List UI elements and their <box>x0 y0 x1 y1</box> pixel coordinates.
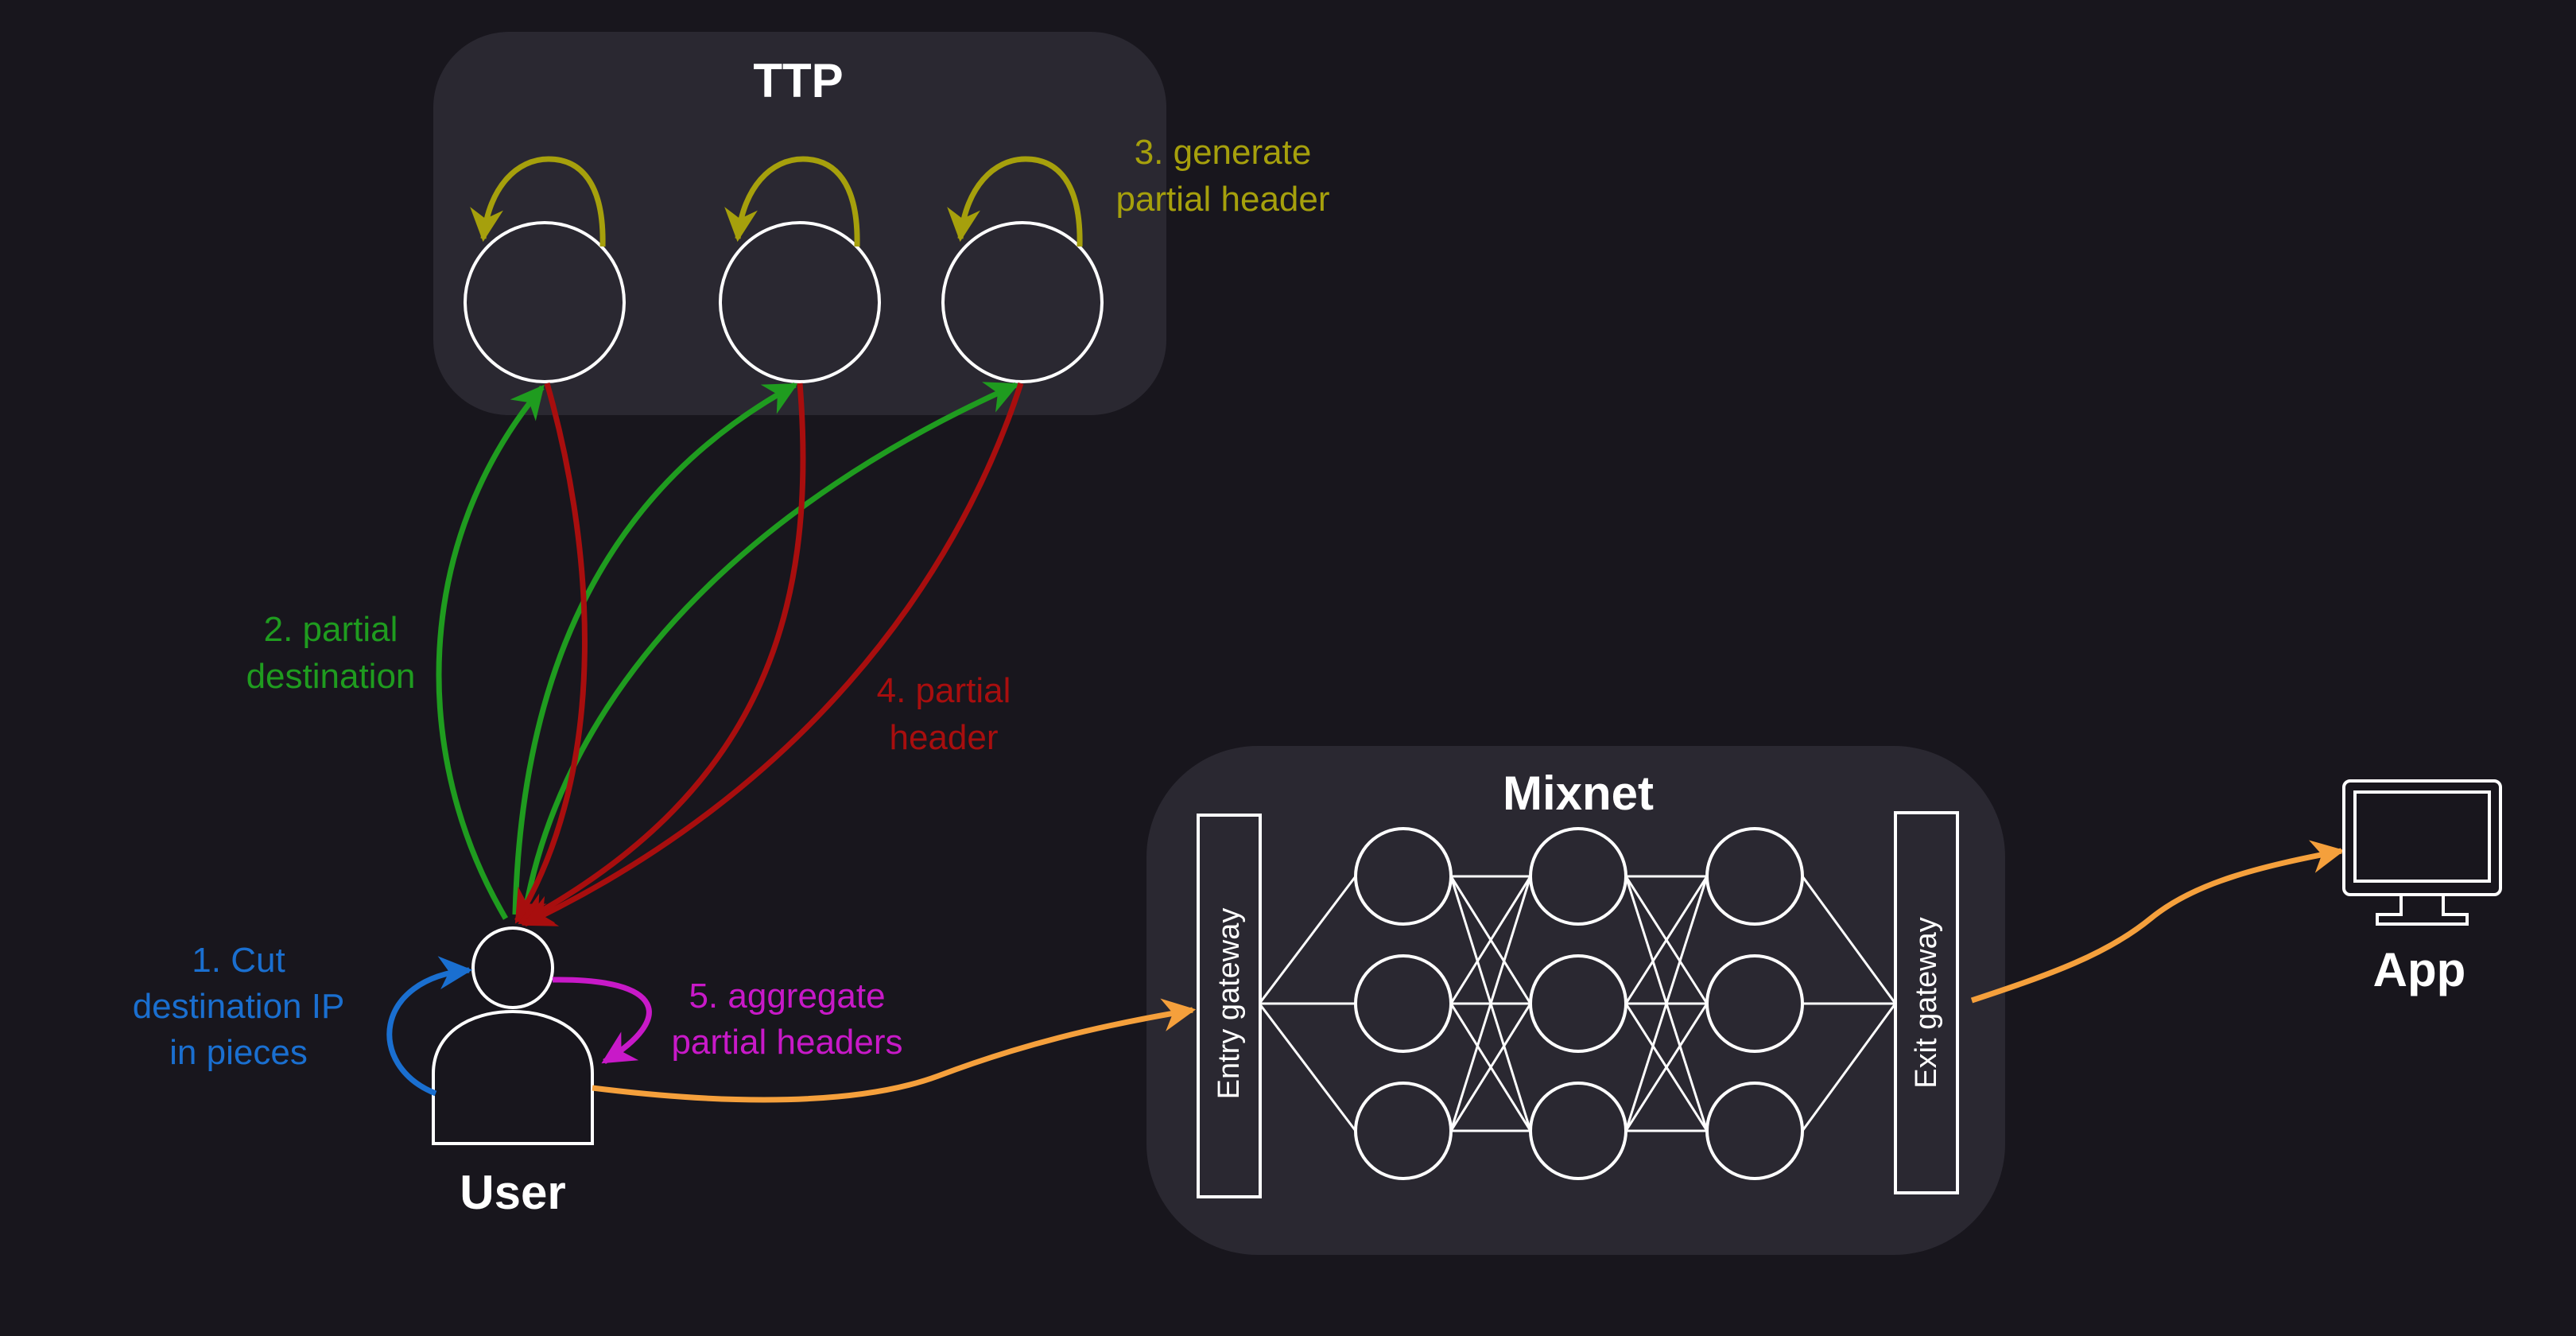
monitor-outer <box>2342 779 2502 896</box>
user-label: User <box>460 1166 565 1219</box>
ttp-group: TTP <box>433 32 1166 415</box>
mix-node <box>1529 827 1627 926</box>
ttp-node-3 <box>941 221 1104 383</box>
monitor-icon <box>2342 779 2502 926</box>
generate-step-label: 3. generate partial header <box>1115 133 1329 219</box>
partial-destination-arrow-3 <box>522 382 1019 915</box>
person-icon <box>432 926 594 1145</box>
mixnet-group: Mixnet <box>1146 746 2005 1255</box>
partial-destination-step-label: 2. partial destination <box>246 610 416 696</box>
aggregate-loop <box>552 977 652 1064</box>
cut-line-1: 1. Cut <box>192 941 285 980</box>
partial-header-arrow-2 <box>518 383 806 926</box>
aggregate-line-1: 5. aggregate <box>689 977 885 1016</box>
generate-loop-2 <box>724 156 860 247</box>
mix-node <box>1705 1082 1804 1180</box>
mix-nodes <box>1354 827 1804 1180</box>
partial-destination-arrow-1 <box>436 384 545 920</box>
ttp-node-1 <box>464 221 626 383</box>
ttp-title: TTP <box>753 54 843 107</box>
partial-destination-line-2: destination <box>246 657 416 696</box>
exit-gateway-label: Exit gateway <box>1910 917 1943 1088</box>
person-head <box>471 926 554 1009</box>
aggregate-step-label: 5. aggregate partial headers <box>671 977 902 1062</box>
partial-header-line-2: header <box>889 718 998 757</box>
app-label: App <box>2373 943 2466 996</box>
mix-node <box>1529 1082 1627 1180</box>
monitor-screen <box>2353 790 2491 883</box>
cut-step-label: 1. Cut destination IP in pieces <box>133 941 345 1072</box>
mix-node <box>1705 827 1804 926</box>
aggregate-line-2: partial headers <box>671 1023 902 1062</box>
mixnet-connections <box>1258 875 1897 1132</box>
mix-node <box>1705 954 1804 1053</box>
mix-node <box>1354 1082 1453 1180</box>
cut-line-2: destination IP <box>133 987 345 1026</box>
person-body <box>432 1009 594 1145</box>
generate-loop-1 <box>470 156 606 247</box>
monitor-stand <box>2376 895 2469 926</box>
exit-to-app-arrow <box>1970 840 2345 1004</box>
partial-destination-arrows <box>436 382 1019 920</box>
entry-gateway-box <box>1197 814 1262 1198</box>
mix-node <box>1354 954 1453 1053</box>
partial-header-arrows <box>514 382 1024 927</box>
partial-destination-line-1: 2. partial <box>264 610 398 649</box>
user-to-entry-arrow <box>592 998 1197 1103</box>
generate-line-2: partial header <box>1115 180 1329 219</box>
entry-gateway-label: Entry gateway <box>1212 908 1246 1100</box>
exit-gateway-box <box>1894 811 1959 1194</box>
ttp-node-2 <box>719 221 881 383</box>
cut-line-3: in pieces <box>169 1033 308 1072</box>
partial-header-line-1: 4. partial <box>877 671 1011 710</box>
generate-line-1: 3. generate <box>1135 133 1312 172</box>
mixnet-title: Mixnet <box>1503 767 1654 820</box>
mix-node <box>1529 954 1627 1053</box>
partial-header-arrow-1 <box>514 383 588 924</box>
generate-loop-3 <box>947 156 1083 247</box>
generate-loops <box>470 156 1083 247</box>
partial-header-step-label: 4. partial header <box>877 671 1011 757</box>
traffic-arrows <box>592 840 2345 1103</box>
partial-header-arrow-3 <box>522 382 1024 927</box>
cut-loop <box>386 956 473 1097</box>
mix-node <box>1354 827 1453 926</box>
